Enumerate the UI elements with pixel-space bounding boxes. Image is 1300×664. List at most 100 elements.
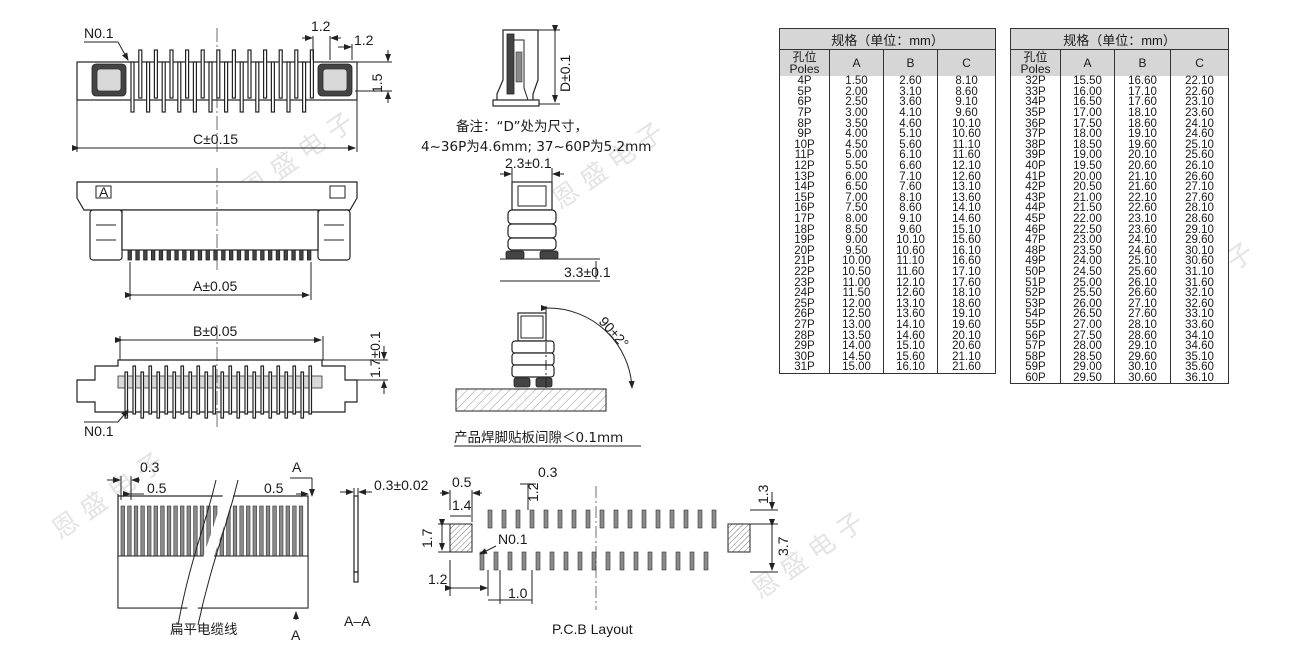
pin: [291, 249, 296, 261]
pcb-pad-top: [599, 509, 605, 529]
fpc-contact: [265, 505, 271, 557]
fpc-contact: [147, 505, 152, 557]
header-a: A: [829, 49, 884, 76]
c-cell: 11.60: [936, 150, 997, 161]
d-note-line1: 备注：“D”处为尺寸，: [456, 118, 588, 135]
c-cell: 15.10: [936, 224, 997, 235]
fpc-contact: [232, 505, 238, 557]
bottom-view: B±0.05 1.7±0.1 N0.1: [76, 323, 388, 439]
fpc-contact: [239, 505, 244, 557]
a-cell: 24.50: [1060, 266, 1115, 278]
pin: [276, 365, 281, 415]
c-cell: 34.10: [1169, 330, 1230, 341]
c-cell: 17.60: [936, 277, 997, 288]
pin: [270, 61, 275, 113]
poles-cell: 17P: [779, 213, 830, 225]
fpc-contact: [133, 505, 139, 557]
poles-cell: 57P: [1010, 341, 1061, 352]
pin: [294, 49, 299, 99]
dim-pcb-0-5: 0.5: [452, 474, 472, 490]
fpc-contact: [259, 505, 264, 557]
end-view: 2.3±0.1 3.3±0.1: [500, 155, 611, 282]
pcb-pad-bottom: [633, 551, 639, 571]
pin: [132, 365, 137, 415]
section-a-bottom: A: [291, 627, 301, 643]
b-cell: 5.10: [883, 129, 938, 140]
pin: [169, 49, 174, 99]
watermark-text: 恩 盛 电 子: [747, 507, 870, 605]
dim-a: A±0.05: [193, 278, 237, 294]
c-cell: 31.10: [1169, 266, 1230, 278]
c-cell: 24.10: [1169, 118, 1230, 129]
top-view: C±0.15 N0.1 1.2 1.2 1.5: [72, 18, 392, 154]
poles-cell: 4P: [779, 76, 830, 87]
pcb-pad-top: [557, 509, 563, 529]
c-cell: 27.60: [1169, 192, 1230, 203]
dim-pcb-3-7: 3.7: [775, 536, 791, 556]
pcb-pad-top: [515, 509, 521, 529]
pin: [200, 49, 205, 99]
pcb-pad-bottom: [535, 551, 541, 571]
pin: [153, 49, 158, 99]
pcb-pad-bottom: [493, 551, 499, 571]
pin: [196, 365, 201, 415]
c-cell: 13.60: [936, 192, 997, 203]
section-a-top: A: [292, 459, 302, 475]
poles-cell: 7P: [779, 108, 830, 119]
pin: [148, 365, 153, 415]
dim-angle: 90±2°: [596, 313, 632, 351]
pin: [143, 249, 148, 261]
b-cell: 19.10: [1114, 129, 1171, 140]
pcb-pad-bottom: [549, 551, 555, 571]
c-cell: 13.10: [936, 182, 997, 193]
pin: [224, 61, 229, 113]
b-cell: 21.60: [1114, 182, 1171, 193]
pin: [236, 371, 241, 419]
fpc-contact: [272, 505, 277, 557]
pin: [164, 365, 169, 415]
a-cell: 14.00: [829, 341, 884, 352]
b-cell: 23.10: [1114, 213, 1171, 225]
dim-end-width: 2.3±0.1: [505, 155, 552, 171]
pcb-pad-bottom: [647, 551, 653, 571]
b-cell: 30.60: [1114, 372, 1171, 385]
pin: [177, 61, 182, 113]
c-cell: 25.10: [1169, 139, 1230, 150]
fpc-contact: [120, 505, 125, 557]
a-cell: 28.00: [1060, 341, 1115, 352]
a-cell: 27.00: [1060, 319, 1115, 330]
b-cell: 18.10: [1114, 108, 1171, 119]
dim-b: B±0.05: [193, 323, 237, 339]
pin: [244, 365, 249, 415]
c-cell: 35.60: [1169, 362, 1230, 373]
dim-pcb-1-0: 1.0: [508, 585, 528, 601]
c-cell: 19.10: [936, 309, 997, 320]
a-cell: 5.50: [829, 161, 884, 172]
c-cell: 32.10: [1169, 288, 1230, 299]
c-cell: 26.60: [1169, 171, 1230, 182]
c-cell: 33.10: [1169, 309, 1230, 320]
poles-cell: 37P: [1010, 129, 1061, 140]
fpc-cable-view: 0.3 0.5 0.5 A A 扁平电缆线: [107, 459, 315, 643]
fpc-contact: [166, 505, 172, 557]
c-cell: 20.10: [936, 330, 997, 341]
section-aa-view: 0.3±0.02 A–A: [340, 477, 429, 629]
fpc-label: 扁平电缆线: [170, 622, 238, 638]
pin: [252, 371, 257, 419]
a-cell: 17.00: [1060, 108, 1115, 119]
fpc-contact: [127, 505, 132, 557]
header-b: B: [883, 49, 938, 76]
a-cell: 25.50: [1060, 288, 1115, 299]
poles-cell: 45P: [1010, 213, 1061, 225]
